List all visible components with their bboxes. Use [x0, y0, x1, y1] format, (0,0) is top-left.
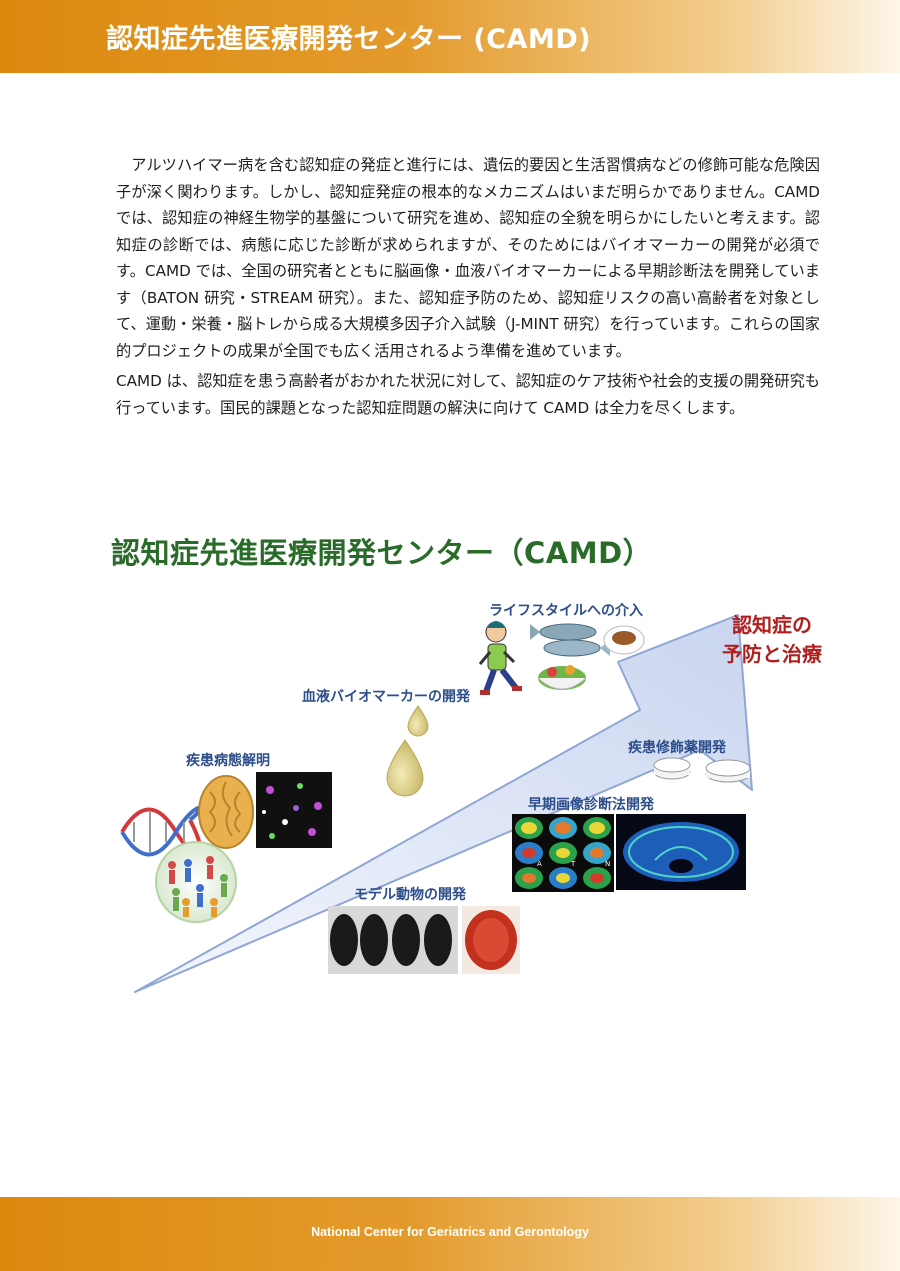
- runner-icon: [478, 621, 522, 695]
- intro-text: アルツハイマー病を含む認知症の発症と進行には、遺伝的要因と生活習慣病などの修飾可…: [116, 152, 820, 421]
- goal-line-2: 予防と治療: [722, 642, 822, 666]
- mice-image: [328, 906, 458, 974]
- population-icon: [155, 841, 237, 923]
- goal-label: 認知症の 予防と治療: [712, 611, 832, 669]
- intro-paragraph-1: アルツハイマー病を含む認知症の発症と進行には、遺伝的要因と生活習慣病などの修飾可…: [116, 156, 820, 360]
- brain-icon: [198, 775, 254, 849]
- goal-line-1: 認知症の: [732, 613, 812, 637]
- scan-letter-t: T: [570, 860, 576, 868]
- page-title: 認知症先進医療開発センター (CAMD): [106, 24, 592, 55]
- fish-icon: [530, 623, 610, 657]
- intro-paragraph-2: CAMD は、認知症を患う高齢者がおかれた状況に対して、認知症のケア技術や社会的…: [116, 372, 820, 417]
- brain-scan-grid: A T N: [512, 814, 614, 892]
- footer-org-name: National Center for Geriatrics and Geron…: [311, 1225, 589, 1239]
- label-pathology: 疾患病態解明: [186, 753, 270, 769]
- header-band: [0, 0, 900, 73]
- camd-diagram: A T N: [120, 614, 753, 993]
- salad-icon: [537, 665, 587, 690]
- brain-section-image: [616, 814, 746, 890]
- microscopy-image: [256, 772, 332, 848]
- label-animal-model: モデル動物の開発: [354, 887, 466, 903]
- label-blood-biomarker: 血液バイオマーカーの開発: [302, 689, 470, 705]
- food-dish-icon: [603, 625, 645, 655]
- progress-arrow: [134, 614, 753, 993]
- scan-letter-n: N: [605, 860, 610, 868]
- label-disease-modifying: 疾患修飾薬開発: [628, 740, 726, 756]
- label-early-imaging: 早期画像診断法開発: [528, 797, 654, 813]
- blood-drop-icon: [386, 705, 429, 797]
- tablet-icon: [653, 757, 751, 783]
- footer-band: [0, 1197, 900, 1271]
- scan-letter-a: A: [537, 860, 542, 868]
- tissue-image: [462, 906, 520, 974]
- figure-title: 認知症先進医療開発センター（CAMD）: [111, 536, 653, 570]
- label-lifestyle: ライフスタイルへの介入: [489, 603, 643, 619]
